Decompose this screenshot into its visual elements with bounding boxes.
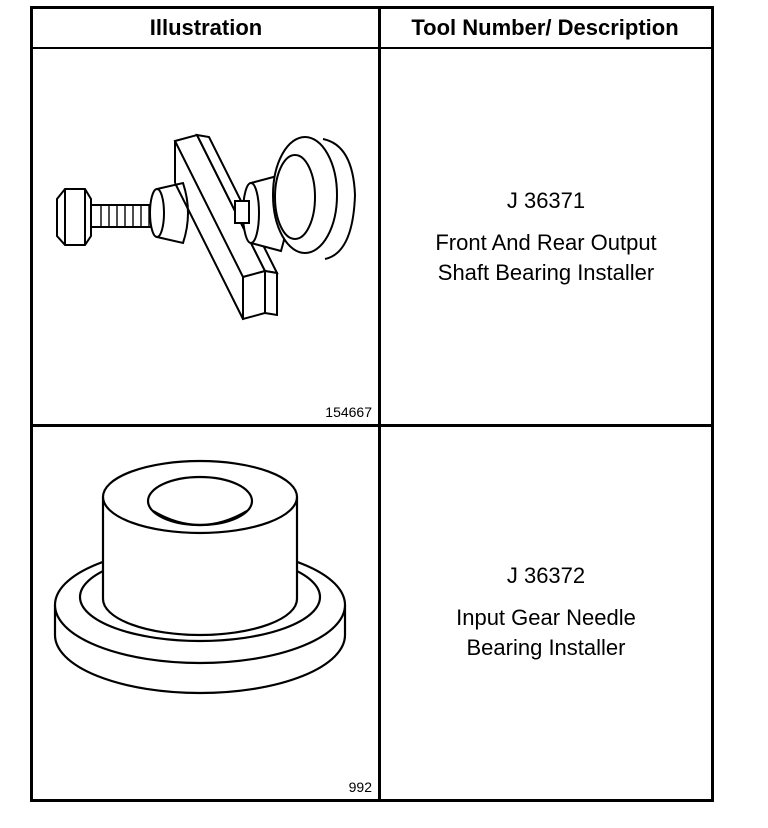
tool-table: Illustration Tool Number/ Description xyxy=(30,6,714,802)
figure-number: 992 xyxy=(348,779,372,795)
figure-number: 154667 xyxy=(325,404,372,420)
illustration-cell-1: 154667 xyxy=(33,51,378,424)
tool-number: J 36372 xyxy=(506,563,586,588)
illustration-cell-2: 992 xyxy=(33,427,378,799)
bearing-installer-drawing xyxy=(56,133,357,321)
row-divider xyxy=(33,424,711,427)
needle-bearing-installer-drawing xyxy=(53,459,347,695)
header-illustration: Illustration xyxy=(33,9,379,49)
tool-description: Front And Rear Output Shaft Bearing Inst… xyxy=(435,229,657,285)
header-tool-number-description: Tool Number/ Description xyxy=(379,9,711,49)
tool-description: Input Gear Needle Bearing Installer xyxy=(456,605,636,660)
description-cell-2: J 36372 Input Gear Needle Bearing Instal… xyxy=(381,427,711,799)
description-cell-1: J 36371 Front And Rear Output Shaft Bear… xyxy=(381,51,711,424)
tool-number: J 36371 xyxy=(506,187,586,213)
column-divider xyxy=(378,9,381,799)
